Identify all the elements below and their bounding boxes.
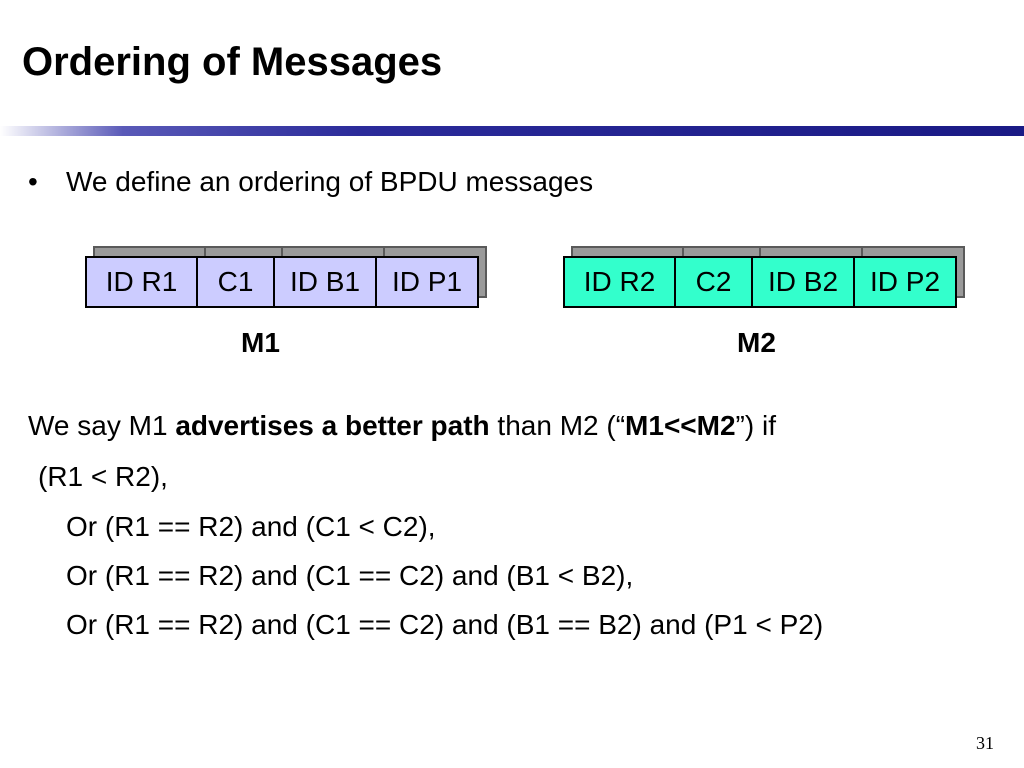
bullet-item: • We define an ordering of BPDU messages xyxy=(28,166,593,198)
statement-part1: We say M1 xyxy=(28,410,176,441)
statement-emphasis: advertises a better path xyxy=(175,410,490,441)
slide-title: Ordering of Messages xyxy=(22,40,443,84)
message-m2-fields: ID R2 C2 ID B2 ID P2 xyxy=(563,256,957,308)
page-number: 31 xyxy=(976,733,994,753)
field-id-p1: ID P1 xyxy=(375,256,479,308)
field-c1: C1 xyxy=(196,256,275,308)
message-m2-label: M2 xyxy=(737,327,776,358)
field-c2: C2 xyxy=(674,256,753,308)
condition-line: Or (R1 == R2) and (C1 == C2) and (B1 == … xyxy=(66,609,824,640)
field-id-b1: ID B1 xyxy=(273,256,377,308)
bullet-text: We define an ordering of BPDU messages xyxy=(66,166,594,197)
statement-part2: than M2 (“ xyxy=(489,410,626,441)
message-m1-fields: ID R1 C1 ID B1 ID P1 xyxy=(85,256,479,308)
condition-line: Or (R1 == R2) and (C1 < C2), xyxy=(66,511,436,542)
bullet-dot-icon: • xyxy=(28,166,38,197)
statement-notation: M1<<M2 xyxy=(625,410,736,441)
condition-line: (R1 < R2), xyxy=(38,461,168,492)
statement-part3: ”) if xyxy=(735,410,776,441)
ordering-statement: We say M1 advertises a better path than … xyxy=(28,410,776,442)
field-id-b2: ID B2 xyxy=(751,256,855,308)
condition-line: Or (R1 == R2) and (C1 == C2) and (B1 < B… xyxy=(66,560,634,591)
field-id-r1: ID R1 xyxy=(85,256,198,308)
field-id-r2: ID R2 xyxy=(563,256,676,308)
field-id-p2: ID P2 xyxy=(853,256,957,308)
title-divider xyxy=(0,126,1024,136)
message-m1-label: M1 xyxy=(241,327,280,358)
